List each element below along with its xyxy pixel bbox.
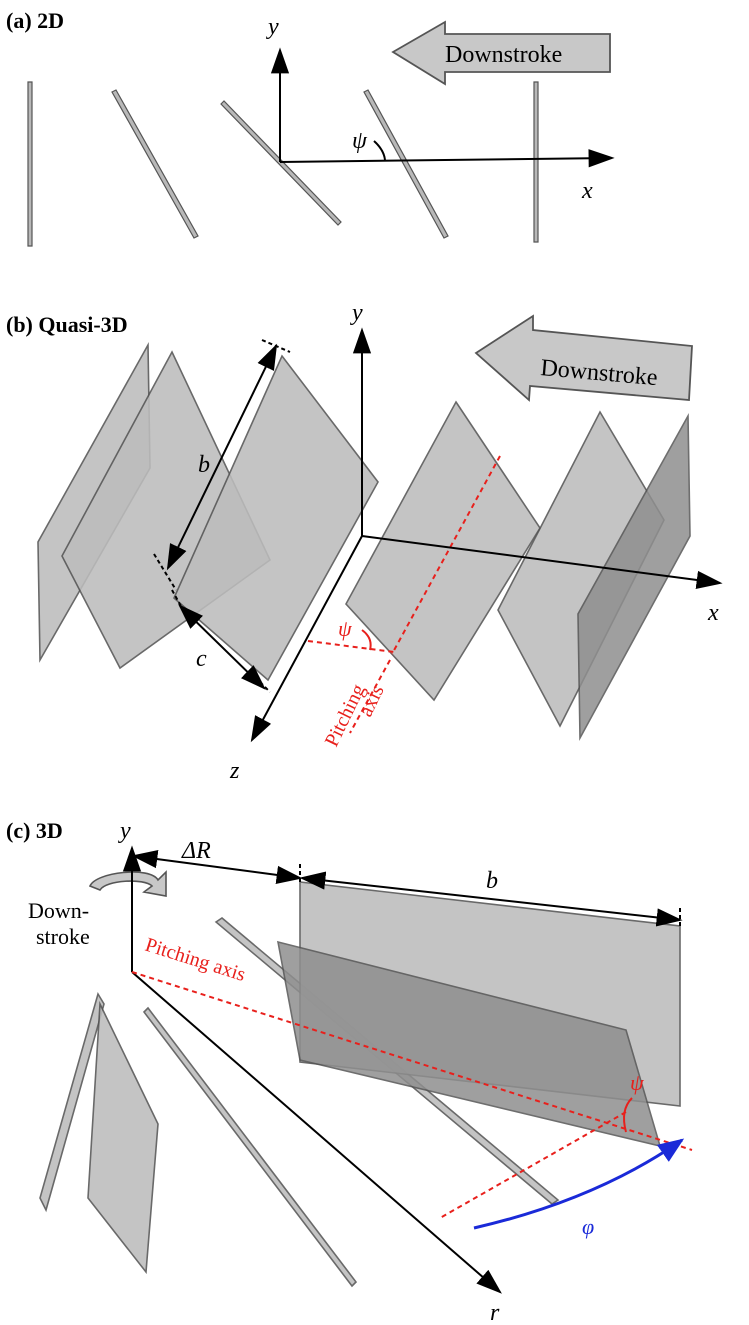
plate-a2 — [111, 89, 199, 239]
panel-a-downstroke-label: Downstroke — [445, 42, 562, 68]
rotation-arrow-icon — [88, 870, 167, 897]
panel-a-y-label: y — [266, 14, 279, 40]
panel-c-stroke-label-2: stroke — [36, 924, 90, 949]
panel-c-offset-dimension — [131, 850, 303, 884]
plate-c1 — [39, 992, 105, 1213]
panel-a-angle-label: ψ — [352, 128, 368, 154]
panel-b-span-dimension — [166, 343, 278, 571]
panel-c-span-dimension — [299, 871, 683, 927]
plate-b5 — [497, 410, 665, 728]
panel-c-stroke-angle-label: φ — [582, 1214, 594, 1239]
panel-b-chord-dimension — [178, 604, 266, 690]
panel-c-r-label: r — [490, 1300, 500, 1325]
panel-c-offset-label: ΔR — [181, 838, 211, 864]
panel-b-chord-tick-right — [259, 681, 271, 693]
panel-b-pitch-axis-ext — [349, 659, 391, 734]
plate-a3 — [220, 100, 342, 226]
panel-b-z-axis — [250, 535, 363, 743]
panel-b-pitch-label-1: Pitching — [321, 681, 370, 751]
panel-a-2d: (a) 2D Downstroke y x ψ — [6, 8, 615, 247]
panel-c-span-label: b — [486, 868, 498, 894]
panel-a-title: (a) 2D — [6, 8, 64, 33]
panel-c-pitch-label: Pitching axis — [142, 934, 248, 986]
panel-c-r-axis — [131, 971, 502, 1294]
panel-a-plates — [27, 81, 539, 247]
panel-b-downstroke-arrow: Downstroke — [474, 314, 693, 402]
panel-a-angle-arc — [373, 140, 386, 161]
panel-b-span-tick-bottom — [153, 553, 177, 591]
plate-a4 — [363, 89, 449, 239]
panel-c-stroke-label-1: Down- — [28, 898, 89, 923]
panel-b-quasi3d: (b) Quasi-3D Downstroke ψ Pitching axis … — [6, 300, 723, 784]
panel-b-angle-ref — [307, 640, 395, 653]
panel-b-plates — [37, 342, 691, 742]
plate-b4 — [345, 400, 541, 702]
plate-c2 — [87, 1000, 159, 1275]
panel-c-plates — [39, 881, 681, 1288]
panel-b-angle-label: ψ — [338, 616, 352, 641]
plate-a1 — [27, 81, 33, 247]
plate-a5 — [533, 81, 539, 243]
panel-a-x-label: x — [581, 178, 593, 204]
panel-b-chord-label: c — [196, 646, 207, 672]
plate-b6 — [577, 413, 691, 742]
panel-a-downstroke-arrow: Downstroke — [391, 20, 611, 86]
panel-c-3d: (c) 3D Down- stroke y r ΔR b Pit — [6, 818, 693, 1325]
panel-c-title: (c) 3D — [6, 818, 63, 843]
panel-b-x-axis — [361, 535, 723, 589]
panel-c-pitch-axis — [131, 971, 693, 1151]
panel-b-angle-arc — [361, 629, 372, 651]
panel-b-title: (b) Quasi-3D — [6, 312, 128, 337]
panel-c-angle-arc — [623, 1097, 633, 1133]
plate-c3 — [142, 1006, 358, 1288]
panel-c-stroke-angle-arc — [473, 1138, 685, 1230]
panel-a-x-axis — [279, 149, 615, 168]
panel-c-y-label: y — [118, 818, 131, 844]
panel-c-angle-label: ψ — [630, 1070, 644, 1095]
panel-b-span-label: b — [198, 452, 210, 478]
panel-b-x-label: x — [707, 600, 719, 626]
panel-b-y-label: y — [350, 300, 363, 326]
panel-b-pitch-axis — [391, 455, 501, 655]
panel-b-z-label: z — [229, 758, 240, 784]
